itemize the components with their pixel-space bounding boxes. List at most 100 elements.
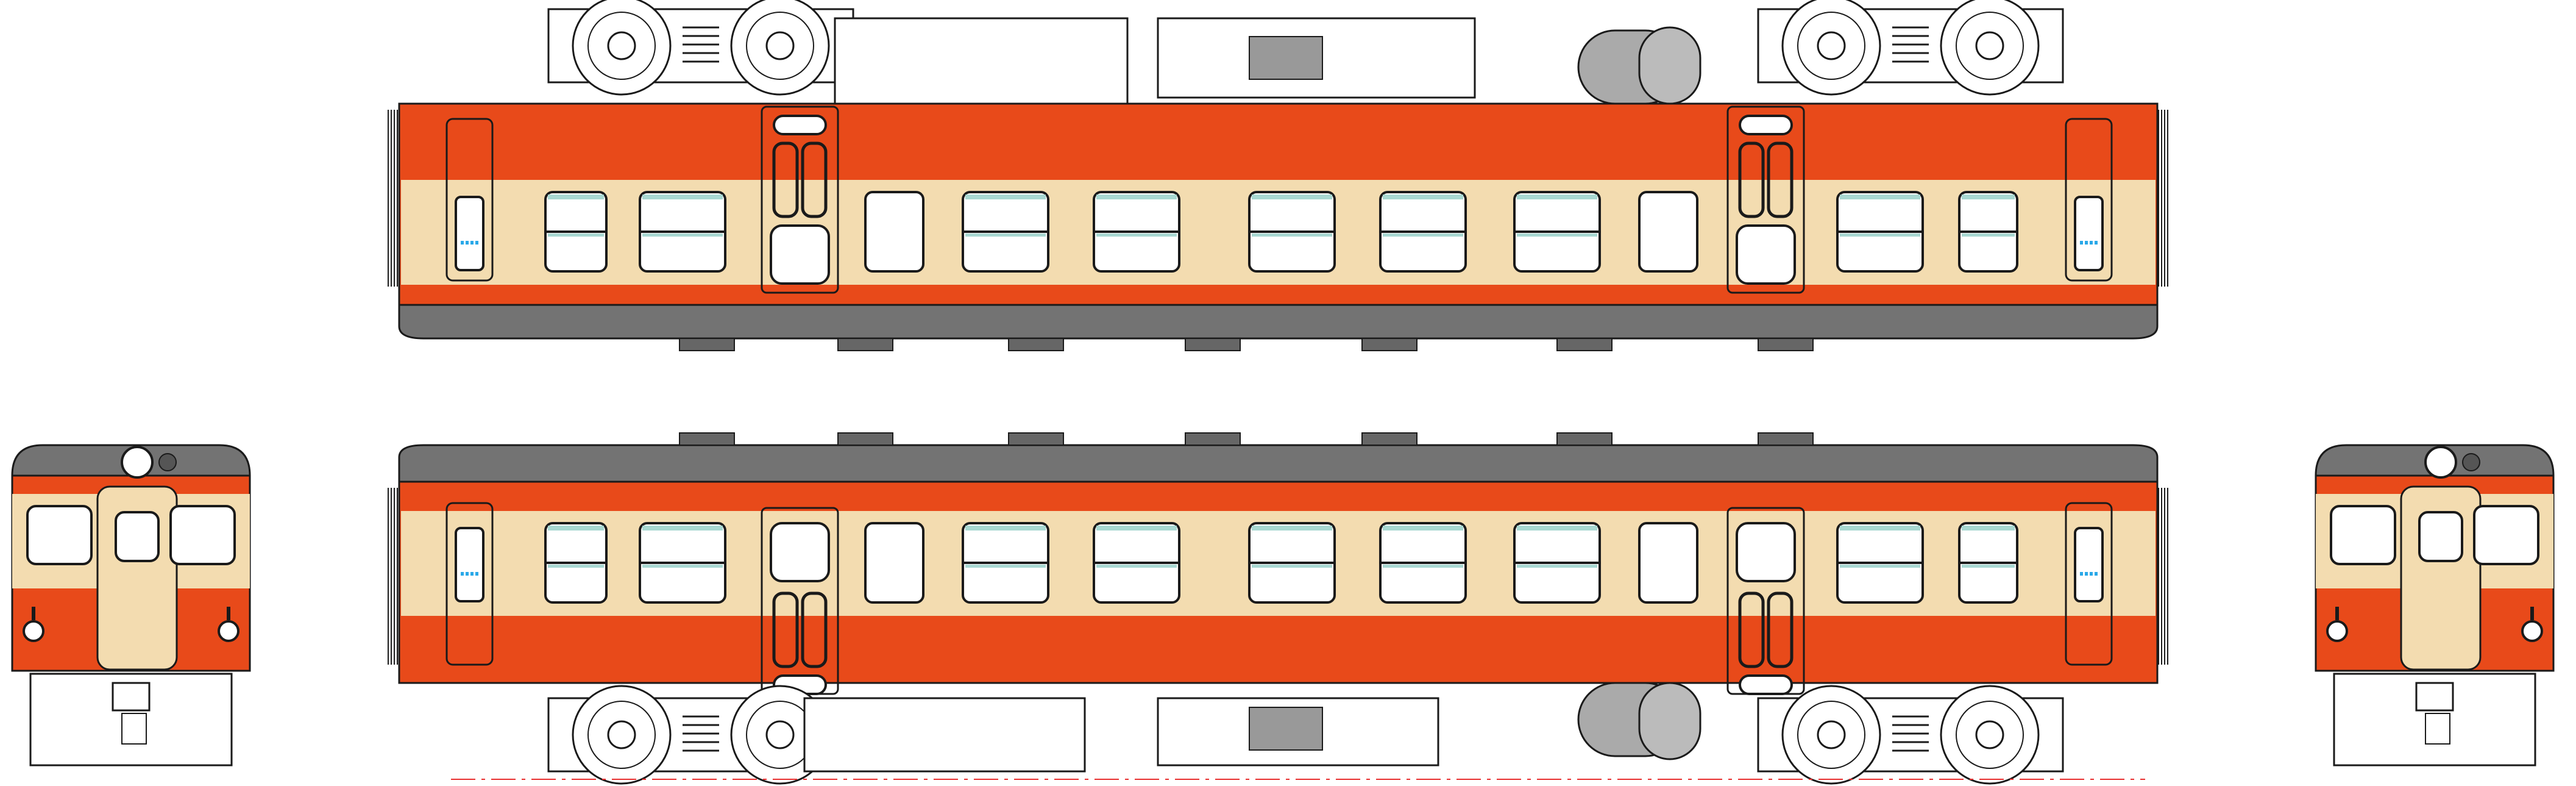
skirt [121,713,147,745]
roof [398,304,2159,340]
door-panel-window [801,591,828,668]
roof-ventilator [837,338,893,351]
destination-indicator [475,241,478,245]
window-tint [965,195,1046,199]
destination-indicator [461,572,464,576]
door-panel-window [1767,141,1794,218]
tail-light [23,620,44,642]
window-tint [1252,234,1332,237]
window-tint [965,526,1046,531]
window-tint [548,565,604,568]
horn [158,453,177,471]
door-panel-window [1738,591,1765,668]
destination-indicator [2095,572,2098,576]
destination-indicator [2090,572,2093,576]
window-tint [642,234,723,237]
roof-ventilator [679,432,735,446]
axle-box [607,720,636,749]
roof-ventilator [1008,338,1064,351]
door-step-window [773,115,827,135]
equipment-box [834,17,1129,105]
axle-box [1975,31,2004,60]
roof-ventilator [1361,432,1418,446]
destination-indicator [470,241,474,245]
wheel-rim [746,12,814,80]
window-tint [642,565,723,568]
roof-ventilator [1008,432,1064,446]
headlight [2424,446,2457,479]
door-panel-window [772,591,799,668]
roof [398,444,2159,483]
axle-box [1817,31,1846,60]
door-panel-window [1767,591,1794,668]
destination-indicator [2085,241,2088,245]
window [1638,522,1698,604]
axle-box [1975,720,2004,749]
destination-indicator [461,241,464,245]
coupler [112,682,151,712]
bogie [547,0,854,96]
window-tint [1252,526,1332,531]
bogie [1757,0,2064,96]
jumper-socket [32,607,35,620]
axle-box [765,720,795,749]
horn [2462,453,2480,471]
coupler [2415,682,2454,712]
wheel-rim [587,12,656,80]
window [864,522,924,604]
window-tint [1096,195,1177,199]
wheel-rim [1956,701,2024,769]
window-tint [1096,565,1177,568]
roof-ventilator [1185,432,1241,446]
window-tint [1517,526,1597,531]
roof-ventilator [1556,432,1613,446]
roof-ventilator [1361,338,1418,351]
end-door-window [455,527,484,602]
wheel-rim [1956,12,2024,80]
door-window [1736,522,1796,582]
window-tint [548,195,604,199]
jumper-socket [2530,607,2534,620]
equipment-box [803,697,1086,773]
end-door [2065,502,2113,666]
fuel-tank [1638,26,1701,105]
end-door [2065,118,2113,282]
skirt [2425,713,2450,745]
destination-indicator [475,572,478,576]
door-step-window [1739,674,1793,695]
end-door-window [2074,527,2104,602]
end-door-window [455,196,484,271]
axle-box [1817,720,1846,749]
engine-block [1249,36,1323,80]
front-window [26,505,93,565]
destination-indicator [2095,241,2098,245]
window [1638,191,1698,273]
destination-indicator [2090,241,2093,245]
side-view-lower [388,432,2168,785]
front-window [2330,505,2396,565]
front-window [169,505,236,565]
window-tint [1252,565,1332,568]
window-tint [965,234,1046,237]
window-tint [1383,234,1463,237]
window-tint [548,234,604,237]
bogie [1757,685,2064,785]
roof-ventilator [679,338,735,351]
jumper-socket [227,607,230,620]
side-view-upper [388,0,2168,351]
destination-indicator [466,241,469,245]
destination-indicator [2085,572,2088,576]
roof-ventilator [1185,338,1241,351]
door-panel-window [1738,141,1765,218]
door-window [2418,511,2463,562]
roof-ventilator [837,432,893,446]
headlight [121,446,154,479]
axle-box [765,31,795,60]
destination-indicator [2080,241,2083,245]
window-tint [1383,526,1463,531]
passenger-door [761,105,839,294]
destination-indicator [2080,572,2083,576]
window-tint [1840,195,1920,199]
roof-ventilator [1758,432,1814,446]
